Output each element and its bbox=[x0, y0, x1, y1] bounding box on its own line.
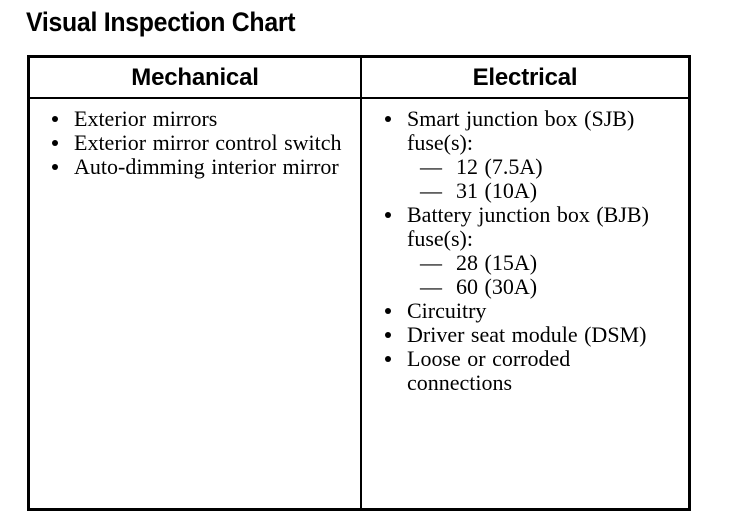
mechanical-cell: Exterior mirrors Exterior mirror control… bbox=[30, 99, 360, 508]
em-dash-icon: — bbox=[420, 178, 442, 203]
bullet-icon bbox=[385, 116, 391, 122]
list-item: Driver seat module (DSM) bbox=[376, 323, 688, 347]
bullet-icon bbox=[52, 164, 58, 170]
sub-list-item-label: 60 (30A) bbox=[456, 274, 538, 299]
sub-list: — 12 (7.5A) — 31 (10A) bbox=[407, 155, 680, 203]
list-item-label: Auto-dimming interior mirror bbox=[74, 154, 339, 179]
table-inner: Mechanical Electrical Exterior mirrors E… bbox=[30, 58, 688, 508]
list-item: Auto-dimming interior mirror bbox=[43, 155, 360, 179]
list-item: Loose or corroded connections bbox=[376, 347, 688, 395]
list-item-label: Exterior mirror control switch bbox=[74, 130, 342, 155]
sub-list-item: — 28 (15A) bbox=[407, 251, 680, 275]
bullet-icon bbox=[385, 332, 391, 338]
mechanical-list: Exterior mirrors Exterior mirror control… bbox=[30, 99, 360, 179]
bullet-icon bbox=[52, 116, 58, 122]
list-item-label: Exterior mirrors bbox=[74, 106, 218, 131]
table-header-row: Mechanical Electrical bbox=[30, 58, 688, 99]
em-dash-icon: — bbox=[420, 274, 442, 299]
bullet-icon bbox=[385, 356, 391, 362]
list-item-label: Driver seat module (DSM) bbox=[407, 322, 647, 347]
sub-list-item-label: 31 (10A) bbox=[456, 178, 538, 203]
sub-list-item-label: 12 (7.5A) bbox=[456, 154, 543, 179]
list-item-label: Loose or corroded connections bbox=[407, 346, 571, 395]
bullet-icon bbox=[52, 140, 58, 146]
em-dash-icon: — bbox=[420, 154, 442, 179]
column-divider bbox=[360, 58, 362, 508]
column-header-mechanical: Mechanical bbox=[131, 64, 259, 91]
bullet-icon bbox=[385, 212, 391, 218]
list-item: Exterior mirror control switch bbox=[43, 131, 360, 155]
list-item: Circuitry bbox=[376, 299, 688, 323]
page-title: Visual Inspection Chart bbox=[26, 7, 296, 37]
em-dash-icon: — bbox=[420, 250, 442, 275]
sub-list: — 28 (15A) — 60 (30A) bbox=[407, 251, 680, 299]
column-header-electrical: Electrical bbox=[472, 64, 578, 91]
sub-list-item: — 60 (30A) bbox=[407, 275, 680, 299]
list-item: Smart junction box (SJB) fuse(s): — 12 (7… bbox=[376, 107, 688, 203]
sub-list-item: — 12 (7.5A) bbox=[407, 155, 680, 179]
list-item-label: Circuitry bbox=[407, 298, 487, 323]
electrical-cell: Smart junction box (SJB) fuse(s): — 12 (7… bbox=[362, 99, 688, 508]
list-item: Exterior mirrors bbox=[43, 107, 360, 131]
list-item-label: Battery junction box (BJB) fuse(s): bbox=[407, 202, 649, 251]
list-item-label: Smart junction box (SJB) fuse(s): bbox=[407, 106, 635, 155]
bullet-icon bbox=[385, 308, 391, 314]
sub-list-item: — 31 (10A) bbox=[407, 179, 680, 203]
sub-list-item-label: 28 (15A) bbox=[456, 250, 538, 275]
electrical-list: Smart junction box (SJB) fuse(s): — 12 (7… bbox=[362, 99, 688, 395]
list-item: Battery junction box (BJB) fuse(s): — 28 … bbox=[376, 203, 688, 299]
visual-inspection-table: Mechanical Electrical Exterior mirrors E… bbox=[27, 55, 691, 511]
